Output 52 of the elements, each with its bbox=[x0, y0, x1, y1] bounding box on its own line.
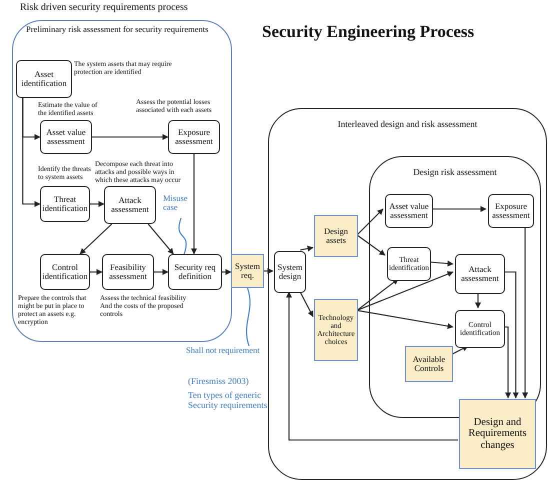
process-box: Attack assessment bbox=[104, 186, 156, 224]
arrow bbox=[300, 292, 314, 318]
arrow bbox=[431, 206, 486, 212]
arrow bbox=[356, 310, 454, 330]
arrow bbox=[191, 154, 197, 254]
group-heading: Risk driven security requirements process bbox=[20, 2, 188, 13]
arrow bbox=[503, 326, 512, 398]
leader-line bbox=[246, 288, 250, 346]
arrow bbox=[300, 246, 314, 252]
process-box: Asset identification bbox=[16, 60, 72, 98]
arrow bbox=[356, 278, 399, 311]
arrow bbox=[154, 269, 168, 275]
group-heading: Preliminary risk assessment for security requirements bbox=[26, 24, 208, 34]
process-box: Exposure assessment bbox=[488, 194, 534, 228]
process-box: Feasibility assessment bbox=[102, 254, 154, 290]
process-box: Available Controls bbox=[405, 346, 453, 382]
arrow bbox=[356, 271, 454, 311]
arrow bbox=[356, 234, 386, 256]
diagram-title: Security Engineering Process bbox=[262, 22, 474, 42]
arrow bbox=[22, 98, 40, 207]
note-text: (Firesmiss 2003) bbox=[188, 376, 250, 386]
arrow bbox=[356, 208, 384, 236]
arrow bbox=[522, 226, 528, 398]
process-box: Design assets bbox=[314, 215, 358, 257]
arrow bbox=[503, 271, 519, 398]
process-box: Control identification bbox=[40, 254, 90, 290]
leader-line bbox=[178, 218, 187, 254]
note-text: Ten types of generic Security requirements bbox=[188, 390, 268, 411]
arrow bbox=[80, 224, 112, 254]
annotation-text: Misuse case bbox=[163, 194, 193, 218]
process-box: Threat identification bbox=[40, 186, 90, 222]
group-heading: Interleaved design and risk assessment bbox=[336, 119, 478, 129]
process-box: Asset value assessment bbox=[40, 120, 92, 154]
process-box: System req. bbox=[231, 254, 264, 288]
arrow bbox=[222, 269, 232, 275]
group-frame bbox=[268, 108, 547, 480]
arrow bbox=[264, 268, 274, 274]
process-box: System design bbox=[274, 251, 306, 293]
process-box: Asset value assessment bbox=[385, 194, 433, 228]
process-box: Attack assessment bbox=[455, 254, 505, 294]
group-heading: Design risk assessment bbox=[412, 167, 498, 177]
process-box: Security req definition bbox=[168, 254, 222, 290]
process-box: Design and Requirements changes bbox=[459, 399, 536, 469]
arrow bbox=[475, 292, 481, 308]
arrow bbox=[90, 201, 104, 207]
process-box: Exposure assessment bbox=[168, 120, 220, 154]
arrow bbox=[90, 269, 102, 275]
arrow bbox=[148, 224, 174, 254]
annotation-text: Shall not requirement bbox=[186, 346, 270, 360]
arrow bbox=[92, 134, 168, 140]
arrow bbox=[428, 260, 454, 267]
arrow bbox=[286, 292, 458, 441]
